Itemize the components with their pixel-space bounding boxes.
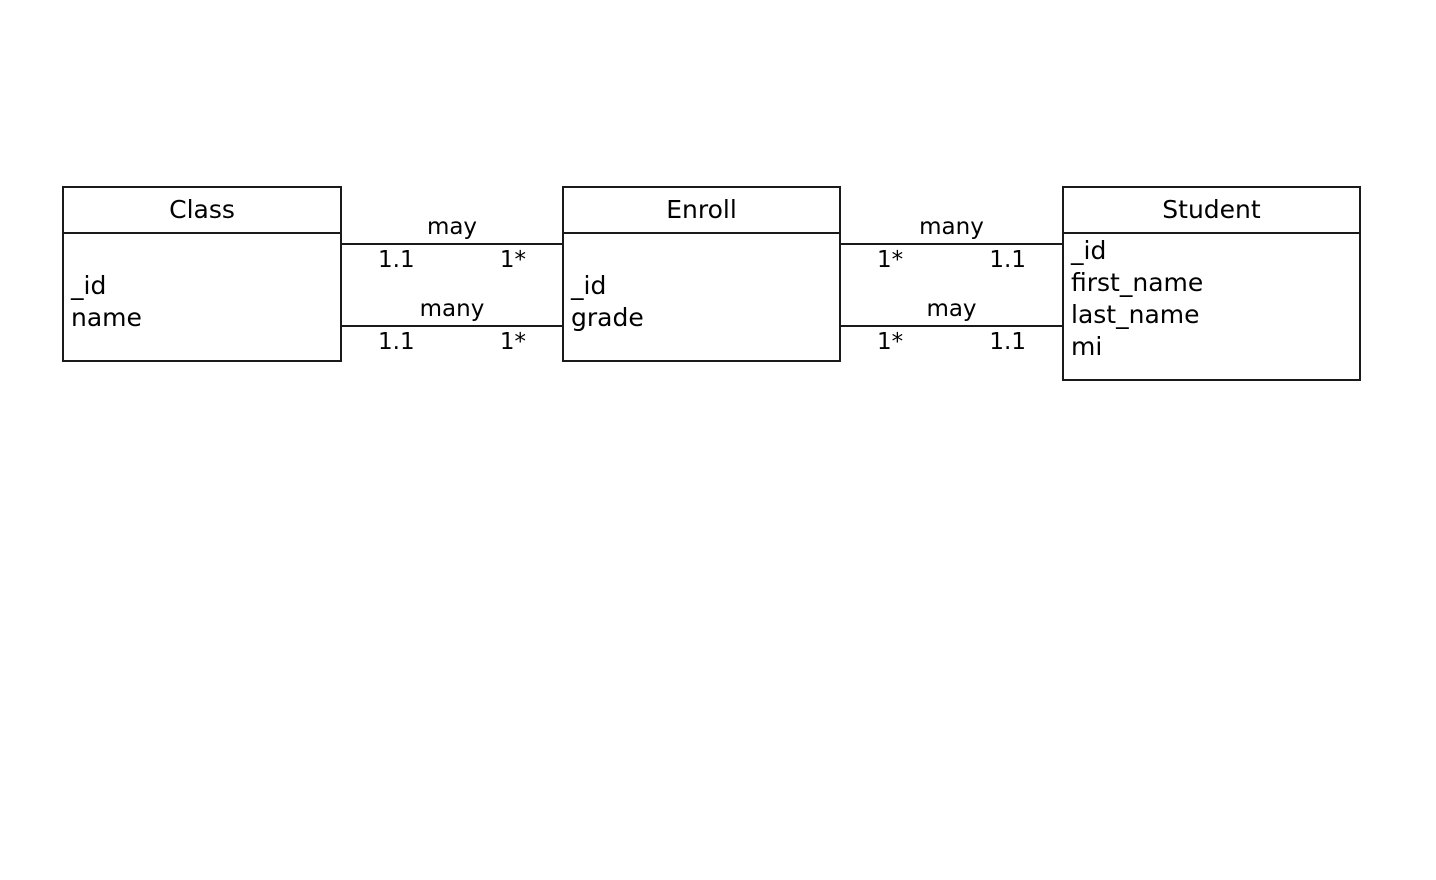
cardinality-label-source: 1.1: [378, 247, 415, 273]
entity-box-enroll[interactable]: Enroll _id grade: [562, 186, 841, 362]
entity-attributes-enroll: _id grade: [564, 234, 839, 334]
entity-attributes-class: _id name: [64, 234, 340, 334]
entity-attributes-student: _id first_name last_name mi: [1064, 234, 1359, 363]
attribute-row: _id: [71, 271, 107, 300]
relationship-verb-label: may: [926, 296, 977, 322]
relationship-line: [841, 325, 1062, 327]
cardinality-label-target: 1*: [499, 329, 526, 355]
cardinality-label-target: 1.1: [989, 247, 1026, 273]
attribute-row: mi: [1071, 332, 1103, 361]
entity-title-student: Student: [1064, 188, 1359, 234]
cardinality-label-target: 1.1: [989, 329, 1026, 355]
entity-box-student[interactable]: Student _id first_name last_name mi: [1062, 186, 1361, 381]
cardinality-label-source: 1*: [877, 247, 904, 273]
relationship-verb-label: many: [419, 296, 485, 322]
attribute-row: last_name: [1071, 300, 1200, 329]
cardinality-label-source: 1*: [877, 329, 904, 355]
attribute-row: _id: [571, 271, 607, 300]
cardinality-label-source: 1.1: [378, 329, 415, 355]
attribute-row: grade: [571, 303, 644, 332]
entity-title-class: Class: [64, 188, 340, 234]
entity-box-class[interactable]: Class _id name: [62, 186, 342, 362]
relationship-line: [342, 325, 562, 327]
relationship-line: [342, 243, 562, 245]
attribute-row: name: [71, 303, 142, 332]
attribute-row: _id: [1071, 236, 1107, 265]
relationship-verb-label: many: [919, 214, 984, 240]
cardinality-label-target: 1*: [499, 247, 526, 273]
attribute-row: first_name: [1071, 268, 1204, 297]
relationship-verb-label: may: [426, 214, 478, 240]
relationship-line: [841, 243, 1062, 245]
entity-title-enroll: Enroll: [564, 188, 839, 234]
